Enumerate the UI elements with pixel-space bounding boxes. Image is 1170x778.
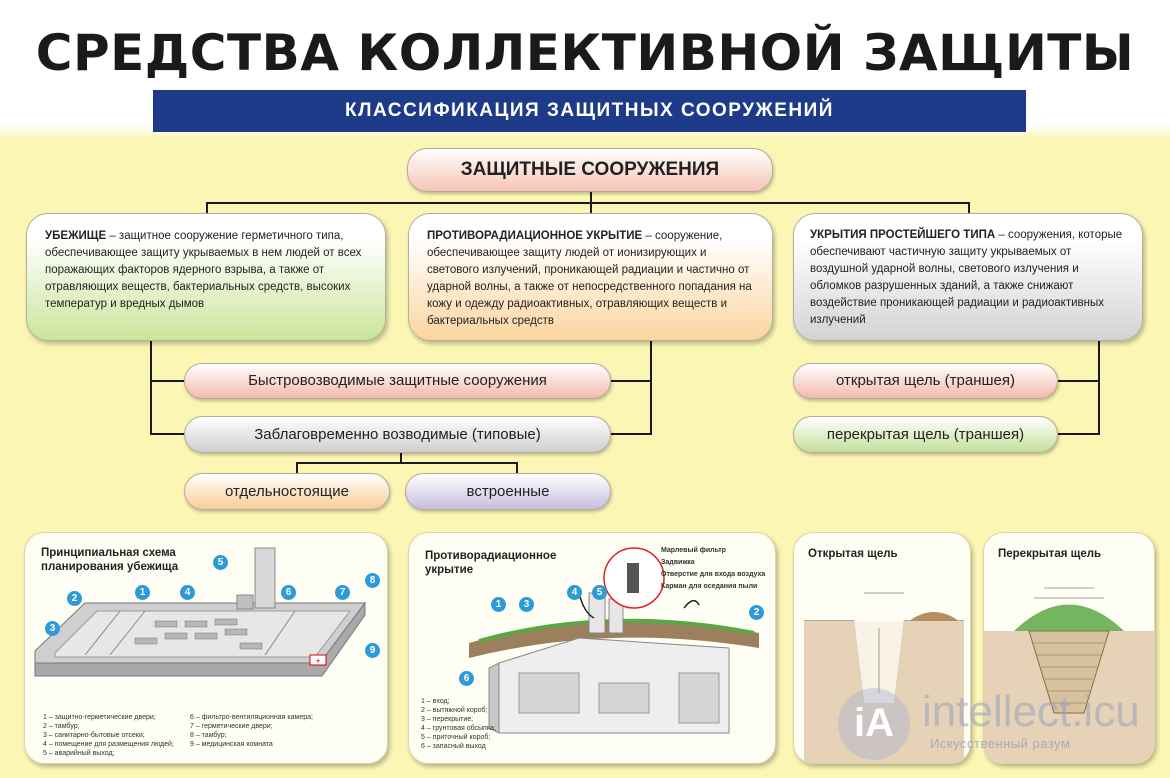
- category-term: УБЕЖИЩЕ: [45, 230, 107, 242]
- connector-line: [206, 202, 208, 214]
- covered-trench-panel: Перекрытая щель: [983, 532, 1155, 764]
- anti-radiation-panel: Противорадиационное укрытие Марлевый фил…: [408, 532, 776, 764]
- open-trench-node: открытая щель (траншея): [793, 363, 1058, 399]
- panel-legend: 6 – фильтро-вентиляционная камера; 7 – г…: [190, 714, 313, 748]
- connector-line: [590, 202, 592, 214]
- builtin-node: встроенные: [405, 473, 611, 510]
- callout-number: 7: [335, 585, 350, 600]
- panel-title: Перекрытая щель: [998, 548, 1102, 560]
- connector-line: [296, 462, 298, 474]
- callout-number: 1: [135, 585, 150, 600]
- watermark-brand: intellect.icu: [922, 687, 1140, 736]
- panel-title: Принципиальная схема планирования убежищ…: [41, 547, 179, 573]
- root-node: ЗАЩИТНЫЕ СООРУЖЕНИЯ: [407, 148, 773, 192]
- callout-number: 2: [67, 591, 82, 606]
- callout-number: 1: [491, 597, 506, 612]
- connector-line: [150, 380, 152, 435]
- page-title: СРЕДСТВА КОЛЛЕКТИВНОЙ ЗАЩИТЫ: [35, 24, 1135, 82]
- panel-title: Открытая щель: [808, 548, 898, 560]
- shelter-plan-panel: Принципиальная схема планирования убежищ…: [24, 532, 388, 764]
- connector-line: [1058, 433, 1100, 435]
- category-shelter: УБЕЖИЩЕ – защитное сооружение герметично…: [26, 213, 386, 341]
- category-definition: – сооружения, которые обеспечивают части…: [810, 229, 1123, 326]
- rapid-shelters-node: Быстровозводимые защитные сооружения: [184, 363, 611, 399]
- callout-number: 6: [281, 585, 296, 600]
- covered-trench-illustration: [984, 587, 1154, 763]
- connector-line: [610, 380, 652, 382]
- connector-line: [516, 462, 518, 474]
- connector-line: [610, 433, 652, 435]
- callout-number: 4: [567, 585, 582, 600]
- connector-line: [150, 380, 186, 382]
- connector-line: [1098, 340, 1100, 435]
- category-definition: – сооружение, обеспечивающее защиту люде…: [427, 230, 752, 327]
- connector-line: [400, 452, 402, 464]
- covered-trench-node: перекрытая щель (траншея): [793, 416, 1058, 453]
- standalone-node: отдельностоящие: [184, 473, 390, 510]
- panel-legend: 1 – защитно-герметические двери; 2 – там…: [43, 714, 174, 757]
- callout-number: 3: [519, 597, 534, 612]
- callout-number: 5: [592, 585, 607, 600]
- connector-line: [968, 202, 970, 214]
- callout-number: 5: [213, 555, 228, 570]
- watermark-tagline: Искусственный разум: [930, 736, 1071, 751]
- anti-radiation-illustration: [469, 547, 759, 734]
- svg-text:+: +: [315, 657, 321, 665]
- connector-line: [1058, 380, 1100, 382]
- watermark: iA intellect.icu Искусственный разум: [838, 686, 1158, 764]
- category-term: УКРЫТИЯ ПРОСТЕЙШЕГО ТИПА: [810, 229, 996, 241]
- category-definition: – защитное сооружение герметичного типа,…: [45, 230, 362, 310]
- category-anti-radiation: ПРОТИВОРАДИАЦИОННОЕ УКРЫТИЕ – сооружение…: [408, 213, 773, 341]
- connector-line: [296, 462, 518, 464]
- callout-number: 6: [459, 671, 474, 686]
- connector-line: [206, 202, 970, 204]
- callout-number: 8: [365, 573, 380, 588]
- callout-number: 9: [365, 643, 380, 658]
- shelter-plan-illustration: +: [34, 547, 366, 677]
- callout-labels: Марлевый фильтр Задвижка Отверстие для в…: [661, 547, 766, 590]
- connector-line: [150, 433, 186, 435]
- subtitle-bar: КЛАССИФИКАЦИЯ ЗАЩИТНЫХ СООРУЖЕНИЙ: [153, 90, 1026, 132]
- category-term: ПРОТИВОРАДИАЦИОННОЕ УКРЫТИЕ: [427, 230, 643, 242]
- prebuilt-shelters-node: Заблаговременно возводимые (типовые): [184, 416, 611, 453]
- callout-number: 2: [749, 605, 764, 620]
- panel-title: Противорадиационное укрытие: [425, 550, 557, 576]
- category-simple: УКРЫТИЯ ПРОСТЕЙШЕГО ТИПА – сооружения, к…: [793, 213, 1143, 341]
- connector-line: [590, 191, 592, 203]
- watermark-logo-icon: iA: [838, 688, 910, 760]
- panel-legend: 1 – вход; 2 – вытяжной короб; 3 – перекр…: [421, 698, 496, 750]
- callout-number: 3: [45, 621, 60, 636]
- callout-number: 4: [180, 585, 195, 600]
- open-trench-illustration: [804, 592, 964, 763]
- connector-line: [650, 340, 652, 435]
- open-trench-panel: Открытая щель: [793, 532, 971, 764]
